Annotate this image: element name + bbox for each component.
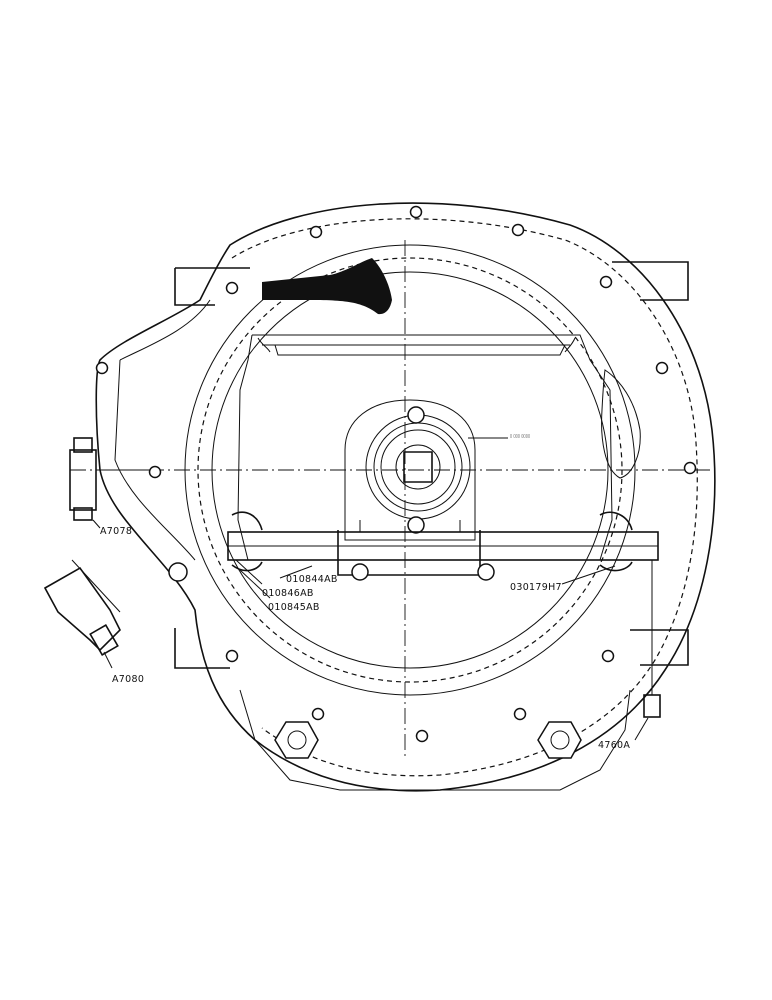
inspection-cover-cutout: [262, 258, 392, 315]
fitting-a7078: [69, 437, 150, 521]
label-a7080: A7080: [112, 674, 144, 685]
label-a7078: A7078: [100, 526, 132, 537]
clutch-release-window: [237, 334, 641, 561]
bearing-note: ▯ ▯▯▯ ▯▯▯▯: [510, 433, 530, 438]
label-010846ab: 010846AB: [262, 588, 314, 599]
label-030179h7: 030179H7: [510, 582, 562, 593]
part-labels: A7078 A7080 010844AB 010846AB 010845AB 0…: [100, 526, 630, 751]
bell-housing-flange: [95, 202, 716, 792]
flange-bolts: [95, 205, 697, 743]
label-010845ab: 010845AB: [268, 602, 320, 613]
leader-lines: [92, 519, 649, 741]
release-bearing: ▯ ▯▯▯ ▯▯▯▯: [344, 399, 530, 541]
label-4760a: 4760A: [598, 740, 630, 751]
drain-plugs: [274, 721, 582, 759]
label-010844ab: 010844AB: [286, 574, 338, 585]
fitting-a7080: [43, 559, 121, 656]
centerlines: [70, 240, 710, 760]
fitting-4760a: [643, 560, 661, 718]
release-fork-shaft: [168, 511, 659, 582]
housing-body: [174, 261, 689, 791]
